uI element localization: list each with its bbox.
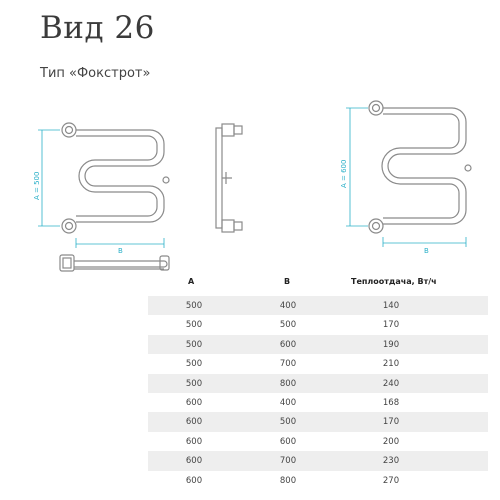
cell-a: 500 bbox=[185, 378, 203, 389]
cell-a: 500 bbox=[185, 359, 203, 370]
table-row: 600 800 270 bbox=[148, 471, 488, 490]
radiator-front-600 bbox=[368, 100, 472, 234]
technical-drawing: А = 500 B А = 600 B bbox=[33, 100, 472, 272]
cell-heat: 270 bbox=[382, 475, 400, 486]
cell-b: 700 bbox=[279, 359, 297, 370]
cell-a: 600 bbox=[185, 456, 203, 467]
cell-b: 500 bbox=[279, 417, 297, 428]
cell-b: 700 bbox=[279, 456, 297, 467]
cell-heat: 210 bbox=[382, 359, 400, 370]
table-row: 500 800 240 bbox=[148, 373, 488, 393]
cell-b: 400 bbox=[279, 397, 297, 408]
cell-heat: 240 bbox=[382, 378, 400, 389]
dimension-b-left: B bbox=[118, 247, 123, 255]
dimension-b-right: B bbox=[424, 247, 429, 255]
cell-b: 500 bbox=[279, 320, 297, 331]
cell-b: 600 bbox=[279, 436, 297, 447]
table-row: 500 700 210 bbox=[148, 354, 488, 373]
table-row: 600 400 168 bbox=[148, 393, 488, 412]
cell-b: 600 bbox=[279, 339, 297, 350]
cell-heat: 170 bbox=[382, 320, 400, 331]
cell-heat: 190 bbox=[382, 339, 400, 350]
radiator-top-view bbox=[59, 254, 170, 272]
cell-a: 500 bbox=[185, 339, 203, 350]
radiator-side-view bbox=[215, 123, 243, 233]
cell-a: 500 bbox=[185, 301, 203, 311]
table-row: 500 600 190 bbox=[148, 334, 488, 355]
cell-heat: 170 bbox=[382, 417, 400, 428]
table-row: 600 600 200 bbox=[148, 432, 488, 451]
cell-a: 600 bbox=[185, 397, 203, 408]
cell-heat: 230 bbox=[382, 456, 400, 467]
cell-b: 800 bbox=[279, 475, 297, 486]
table-row: 500 500 170 bbox=[148, 315, 488, 334]
page-subtitle: Тип «Фокстрот» bbox=[40, 66, 151, 81]
cell-a: 600 bbox=[185, 417, 203, 428]
cell-a: 600 bbox=[185, 436, 203, 447]
column-header-a: А bbox=[188, 277, 195, 286]
column-header-heat: Теплоотдача, Вт/ч bbox=[351, 277, 437, 286]
cell-b: 400 bbox=[279, 301, 297, 311]
dimension-a600: А = 600 bbox=[340, 160, 348, 188]
cell-heat: 140 bbox=[382, 301, 400, 311]
cell-a: 600 bbox=[185, 475, 203, 486]
column-header-b: В bbox=[284, 277, 291, 286]
table-row: 500 400 140 bbox=[148, 296, 488, 316]
cell-a: 500 bbox=[185, 320, 203, 331]
table-row: 600 500 170 bbox=[148, 412, 488, 432]
radiator-front-500 bbox=[61, 122, 170, 234]
page-title: Вид 26 bbox=[40, 10, 155, 46]
dimension-a500: А = 500 bbox=[33, 172, 41, 200]
cell-heat: 168 bbox=[382, 397, 400, 408]
cell-heat: 200 bbox=[382, 436, 400, 447]
table-row: 600 700 230 bbox=[148, 451, 488, 471]
cell-b: 800 bbox=[279, 378, 297, 389]
